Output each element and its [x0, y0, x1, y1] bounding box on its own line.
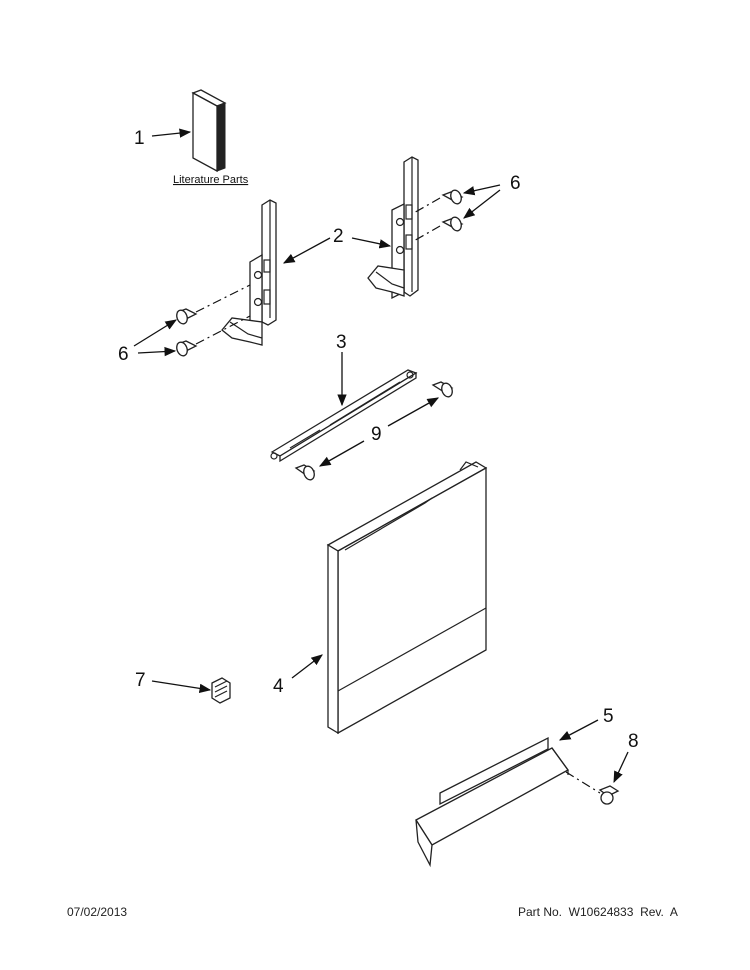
literature-parts-label: Literature Parts: [173, 174, 249, 186]
hinge-bracket-right: [367, 156, 419, 300]
screw-6-right-upper: [441, 189, 464, 205]
leader-5: [558, 719, 599, 741]
alignment-line-6-left-upper: [195, 284, 251, 313]
screw-8: [598, 785, 620, 805]
callout-5: 5: [603, 706, 614, 727]
callout-3: 3: [336, 332, 347, 353]
hinge-bracket-left: [221, 199, 277, 346]
leader-1: [151, 128, 192, 138]
callout-6-left: 6: [118, 344, 129, 365]
footer-date: 07/02/2013: [67, 905, 128, 919]
callout-9: 9: [371, 424, 382, 445]
leader-6-left-lower: [137, 346, 177, 357]
leader-2-left: [282, 237, 331, 264]
screw-9-upper: [431, 381, 454, 398]
callout-6-right: 6: [510, 173, 521, 194]
leader-6-right-upper: [462, 184, 501, 196]
callout-7: 7: [135, 670, 146, 691]
leader-2-right: [351, 237, 392, 249]
leader-6-left-upper: [133, 319, 177, 347]
leader-4: [291, 654, 323, 679]
alignment-line-6-right-upper: [411, 197, 441, 215]
alignment-line-6-right-lower: [411, 225, 441, 243]
callout-4: 4: [273, 676, 284, 697]
toe-panel: [415, 736, 569, 868]
leader-9-lower: [318, 440, 365, 467]
door-rail: [270, 369, 418, 463]
screw-6-right-lower: [441, 216, 464, 232]
leader-6-right-lower: [463, 189, 501, 219]
clip-part: [211, 677, 231, 704]
screw-6-left-lower: [176, 340, 198, 357]
leader-7: [151, 680, 212, 694]
leader-8: [613, 751, 629, 784]
screw-6-left-upper: [176, 308, 198, 325]
outer-door-panel: [326, 461, 488, 735]
footer-part-number: Part No. W10624833 Rev. A: [518, 905, 678, 919]
callout-1: 1: [134, 128, 145, 149]
alignment-line-8: [565, 771, 601, 794]
screw-9-lower: [294, 464, 316, 481]
callout-8: 8: [628, 731, 639, 752]
leader-9-upper: [387, 397, 440, 427]
callout-2: 2: [333, 226, 344, 247]
literature-booklet: [191, 89, 227, 173]
